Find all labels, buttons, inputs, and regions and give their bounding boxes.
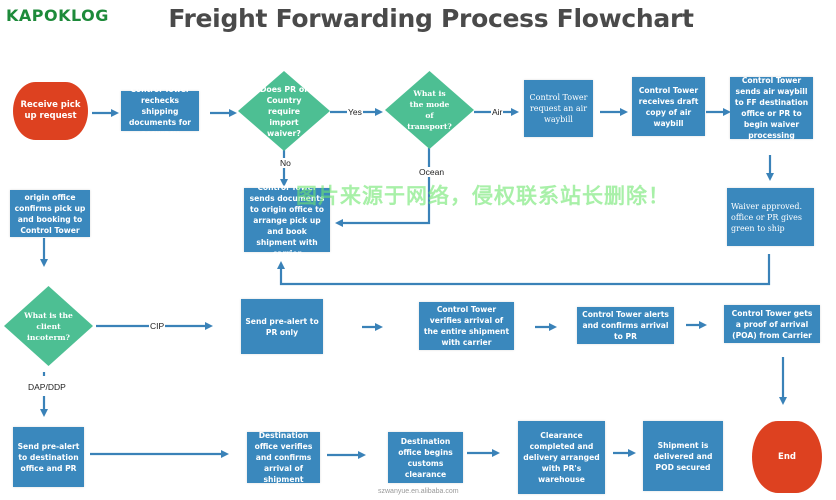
edge-label-air: Air: [491, 107, 504, 117]
proof-of-arrival-box: Control Tower gets a proof of arrival (P…: [724, 305, 820, 343]
proof-of-arrival-label: Control Tower gets a proof of arrival (P…: [731, 308, 813, 340]
source-credit: szwanyue.en.alibaba.com: [378, 488, 459, 495]
delivered-pod-label: Shipment is delivered and POD secured: [653, 440, 713, 472]
send-documents-origin-box: Control Tower sends documents to origin …: [244, 183, 330, 258]
waiver-approved-box: Waiver approved. office or PR gives gree…: [727, 188, 814, 246]
delivered-pod-box: Shipment is delivered and POD secured: [643, 421, 723, 491]
request-air-waybill-label: Control Tower request an air waybill: [529, 93, 588, 124]
receive-draft-waybill-box: Control Tower receives draft copy of air…: [632, 77, 705, 136]
recheck-documents-label: Control Tower rechecks shipping document…: [128, 84, 192, 138]
start-label: Receive pick up request: [20, 100, 81, 121]
prealert-pr-only-box: Send pre-alert to PR only: [241, 299, 323, 354]
prealert-pr-only-label: Send pre-alert to PR only: [245, 316, 319, 337]
customs-clearance-label: Destination office begins customs cleara…: [398, 436, 453, 479]
decision-diamond-shape: [385, 71, 474, 149]
end-label: End: [778, 451, 796, 462]
incoterm-decision: What is the client incoterm?: [4, 286, 93, 366]
send-air-waybill-label: Control Tower sends air waybill to FF de…: [734, 76, 809, 140]
edge-label-ocean: Ocean: [418, 167, 446, 177]
clearance-completed-box: Clearance completed and delivery arrange…: [518, 421, 605, 494]
mode-decision: What is the mode of transport?: [385, 71, 474, 149]
destination-verifies-box: Destination office verifies and confirms…: [247, 431, 320, 484]
edge-label-no: No: [279, 158, 292, 168]
recheck-documents-box: Control Tower rechecks shipping document…: [121, 85, 199, 138]
request-air-waybill-box: Control Tower request an air waybill: [524, 80, 593, 137]
waiver-decision: Does PR or Country require import waiver…: [238, 71, 330, 151]
incoterm-decision-label: What is the client incoterm?: [24, 310, 73, 342]
start-terminal: Receive pick up request: [13, 82, 88, 140]
clearance-completed-label: Clearance completed and delivery arrange…: [523, 431, 600, 484]
receive-draft-waybill-label: Control Tower receives draft copy of air…: [638, 85, 699, 128]
alert-confirm-pr-box: Control Tower alerts and confirms arriva…: [577, 307, 674, 344]
edge-label-yes: Yes: [347, 107, 363, 117]
prealert-destination-box: Send pre-alert to destination office and…: [13, 427, 84, 487]
mode-decision-label: What is the mode of transport?: [407, 89, 452, 131]
arrow-approved-loop: [277, 254, 771, 286]
edge-label-cip: CIP: [149, 321, 166, 331]
watermark-text: 图片来源于网络，侵权联系站长删除！: [296, 184, 670, 208]
edge-label-dap-ddp: DAP/DDP: [27, 382, 67, 392]
verify-arrival-carrier-box: Control Tower verifies arrival of the en…: [419, 302, 514, 350]
origin-confirms-label: origin office confirms pick up and booki…: [14, 192, 86, 235]
waiver-approved-label: Waiver approved. office or PR gives gree…: [731, 201, 803, 233]
send-air-waybill-box: Control Tower sends air waybill to FF de…: [730, 76, 813, 140]
send-documents-origin-label: Control Tower sends documents to origin …: [249, 182, 325, 258]
end-terminal: End: [752, 421, 822, 493]
page-title: Freight Forwarding Process Flowchart: [168, 4, 694, 33]
kapoklog-logo: KAPOKLOG: [6, 6, 109, 25]
origin-confirms-box: origin office confirms pick up and booki…: [10, 190, 90, 237]
customs-clearance-box: Destination office begins customs cleara…: [388, 432, 463, 483]
prealert-destination-label: Send pre-alert to destination office and…: [17, 441, 80, 473]
destination-verifies-label: Destination office verifies and confirms…: [254, 431, 313, 484]
waiver-decision-label: Does PR or Country require import waiver…: [259, 84, 309, 138]
verify-arrival-carrier-label: Control Tower verifies arrival of the en…: [423, 305, 510, 347]
alert-confirm-pr-label: Control Tower alerts and confirms arriva…: [582, 310, 669, 341]
decision-diamond-shape: [4, 286, 93, 366]
decision-diamond-shape: [238, 71, 330, 151]
